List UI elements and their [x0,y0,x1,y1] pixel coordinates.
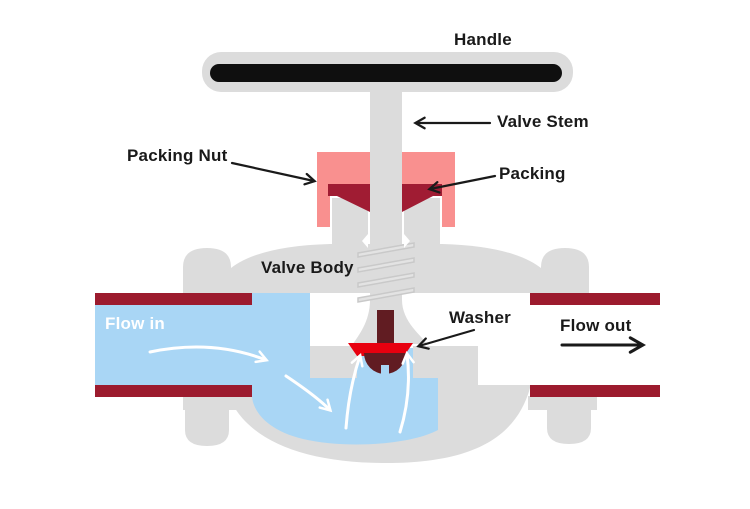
flow-arrow-up-right [398,350,415,434]
body-flange-ear-bottom-right [547,394,591,444]
bonnet-notch-left [362,234,368,248]
disc-notch [381,365,389,375]
packing-nut-right [402,152,455,227]
label-washer: Washer [449,308,511,327]
label-packing: Packing [499,164,566,183]
stem-thread-2 [357,257,415,273]
chamber-partition [438,346,478,432]
label-valve-stem: Valve Stem [497,112,589,131]
water-flow-area [95,293,438,445]
valve-body-dome [214,244,558,293]
seat-step-right [413,346,440,378]
label-valve-body: Valve Body [261,258,354,277]
packing-nut-arrow [230,161,317,186]
valve-disc [364,353,406,374]
washer-arrow [416,328,476,350]
seat-bridge-left [310,346,357,378]
stem-thread-3 [357,272,415,288]
handle-bar [210,64,562,82]
flow-arrow-inlet [148,345,269,364]
flow-arrow-down [284,374,333,413]
flow-arrow-up-left [344,352,364,430]
label-packing-nut: Packing Nut [127,146,228,165]
packing-arrow [427,174,497,194]
label-handle: Handle [454,30,512,49]
label-flow-out: Flow out [560,316,632,335]
washer-shape [348,343,413,356]
body-flange-ear-bottom-left [185,394,229,446]
inlet-pipe-wall-top [95,293,252,305]
outlet-pipe-wall-top [530,293,660,305]
stem-thread-1 [357,242,415,258]
packing-nut-left [317,152,370,227]
stem-thread-4 [357,287,415,303]
label-flow-in: Flow in [105,314,165,333]
inlet-pipe-wall-bottom [95,385,252,397]
outlet-pipe-wall-bottom [530,385,660,397]
packing-left [328,184,370,212]
bonnet-notch-right [404,234,410,248]
